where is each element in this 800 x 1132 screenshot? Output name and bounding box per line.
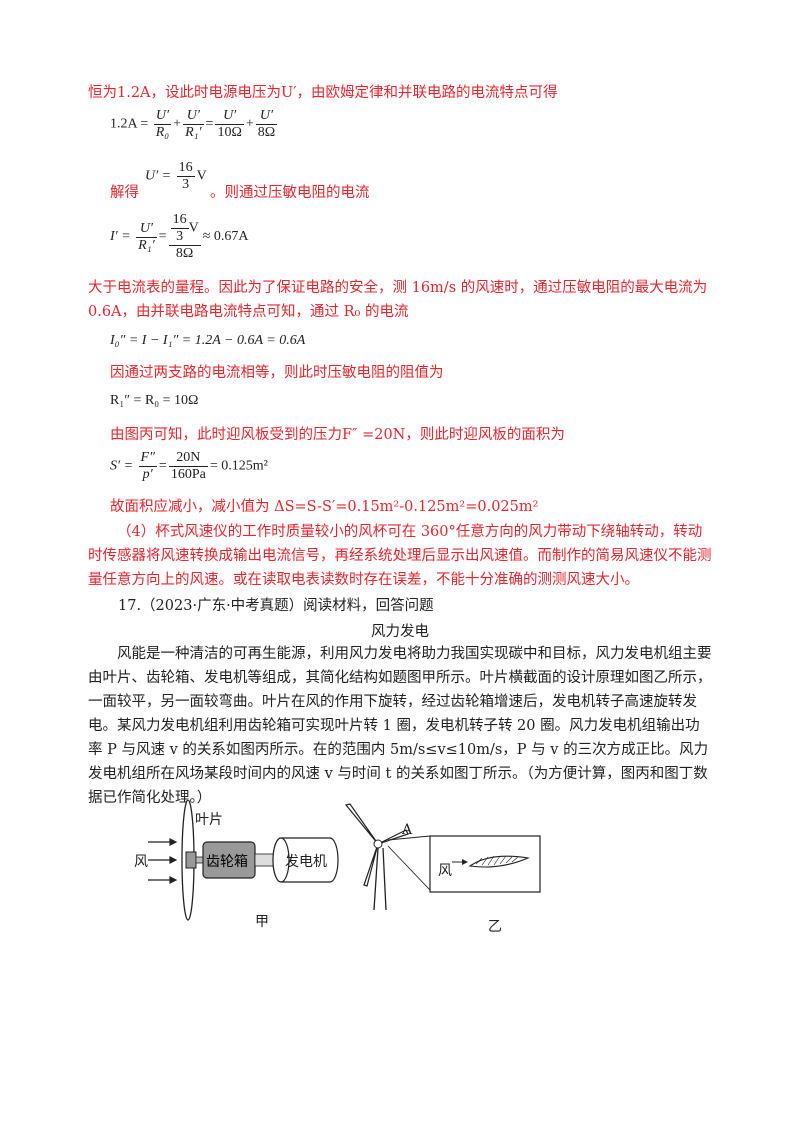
eq6-den1: p′ bbox=[142, 467, 153, 482]
eq6-den2: 160Pa bbox=[170, 467, 206, 482]
eq1-num1: U′ bbox=[153, 108, 172, 125]
eq2-num: 16 bbox=[176, 160, 195, 177]
eq3-lhs: I′ = bbox=[110, 229, 131, 245]
eq3-num1: U′ bbox=[136, 221, 157, 238]
eq1-num4: U′ bbox=[255, 108, 278, 125]
figure-jia bbox=[148, 800, 339, 921]
eq6-num2: 20N bbox=[168, 450, 208, 467]
article-body: 风能是一种清洁的可再生能源，利用风力发电将助力我国实现碳中和目标，风力发电机组主… bbox=[88, 646, 712, 806]
turbine-blade-1 bbox=[344, 803, 379, 845]
eq6-rhs: = 0.125m² bbox=[209, 458, 268, 474]
solution-line-4a: 大于电流表的量程。因此为了保证电路的安全，测 16m/s 的风速时，通过压敏电阻… bbox=[88, 280, 708, 296]
eq2-lhs: U′ = bbox=[145, 168, 172, 184]
wind-label-2: 风 bbox=[438, 863, 452, 879]
generator-label: 发电机 bbox=[285, 854, 327, 870]
figure-yi-label: 乙 bbox=[488, 919, 502, 935]
solution-line-6: 由图丙可知，此时迎风板受到的压力F″ =20N，则此时迎风板的面积为 bbox=[110, 427, 565, 443]
equation-4: I₀″ = I − I₁″ = 1.2A − 0.6A = 0.6A bbox=[110, 333, 306, 348]
eq3-den1: R₁′ bbox=[138, 237, 155, 253]
eq3-rhs: ≈ 0.67A bbox=[202, 229, 249, 245]
solution-line-1: 恒为1.2A，设此时电源电压为U′，由欧姆定律和并联电路的电流特点可得 bbox=[88, 85, 558, 101]
equation-5: R₁″ = R₀ = 10Ω bbox=[110, 393, 199, 408]
solution-line-current: 。则通过压敏电阻的电流 bbox=[210, 185, 370, 201]
equation-1: 1.2A = U′R₀+U′R₁′=U′10Ω+U′8Ω bbox=[110, 108, 278, 140]
blade-label: 叶片 bbox=[195, 812, 223, 828]
airfoil-detail-box bbox=[429, 835, 541, 893]
eq6-num1: F″ bbox=[138, 450, 157, 467]
hub bbox=[185, 851, 197, 869]
eq3-den2: 8Ω bbox=[175, 246, 194, 261]
wind-label: 风 bbox=[134, 854, 148, 870]
question-17-header: 17.（2023·广东·中考真题）阅读材料，回答问题 bbox=[118, 598, 434, 614]
wind-arrows bbox=[148, 838, 178, 884]
turbine-blade-2 bbox=[377, 829, 409, 845]
eq3-inner-num: 16 bbox=[170, 212, 189, 229]
answer-part-4: （4）杯式风速仪的工作时质量较小的风杯可在 360°任意方向的风力带动下绕轴转动… bbox=[88, 524, 712, 588]
eq1-den4: 8Ω bbox=[257, 125, 276, 140]
eq6-lhs: S′ = bbox=[110, 458, 134, 474]
eq3-inner-den: 3 bbox=[176, 229, 184, 244]
eq1-num3: U′ bbox=[215, 108, 244, 125]
figure-yi bbox=[344, 803, 541, 911]
solution-line-4b: 0.6A，由并联电路电流特点可知，通过 R₀ 的电流 bbox=[88, 304, 409, 320]
solution-line-7: 故面积应减小，减小值为 ΔS=S-S′=0.15m²-0.125m²=0.025… bbox=[110, 499, 539, 515]
article-title: 风力发电 bbox=[371, 624, 429, 640]
solution-line-5: 因通过两支路的电流相等，则此时压敏电阻的阻值为 bbox=[110, 365, 444, 381]
eq1-num2: U′ bbox=[183, 108, 204, 125]
eq2-unit: V bbox=[196, 168, 207, 184]
solve-label: 解得 bbox=[110, 185, 139, 201]
eq2-den: 3 bbox=[182, 177, 190, 192]
eq1-den1: R₀ bbox=[155, 125, 170, 140]
eq1-lhs: 1.2A = bbox=[110, 116, 149, 132]
airfoil bbox=[468, 855, 530, 868]
turbine-blade-3 bbox=[363, 843, 379, 887]
figure-wind-turbine bbox=[148, 800, 541, 921]
eq1-den2: R₁′ bbox=[185, 125, 202, 140]
point-a-label: A bbox=[402, 822, 413, 838]
gearbox-label: 齿轮箱 bbox=[206, 854, 248, 870]
eq3-inner-unit: V bbox=[188, 220, 199, 236]
figure-jia-label: 甲 bbox=[255, 914, 269, 930]
eq1-den3: 10Ω bbox=[217, 125, 242, 140]
